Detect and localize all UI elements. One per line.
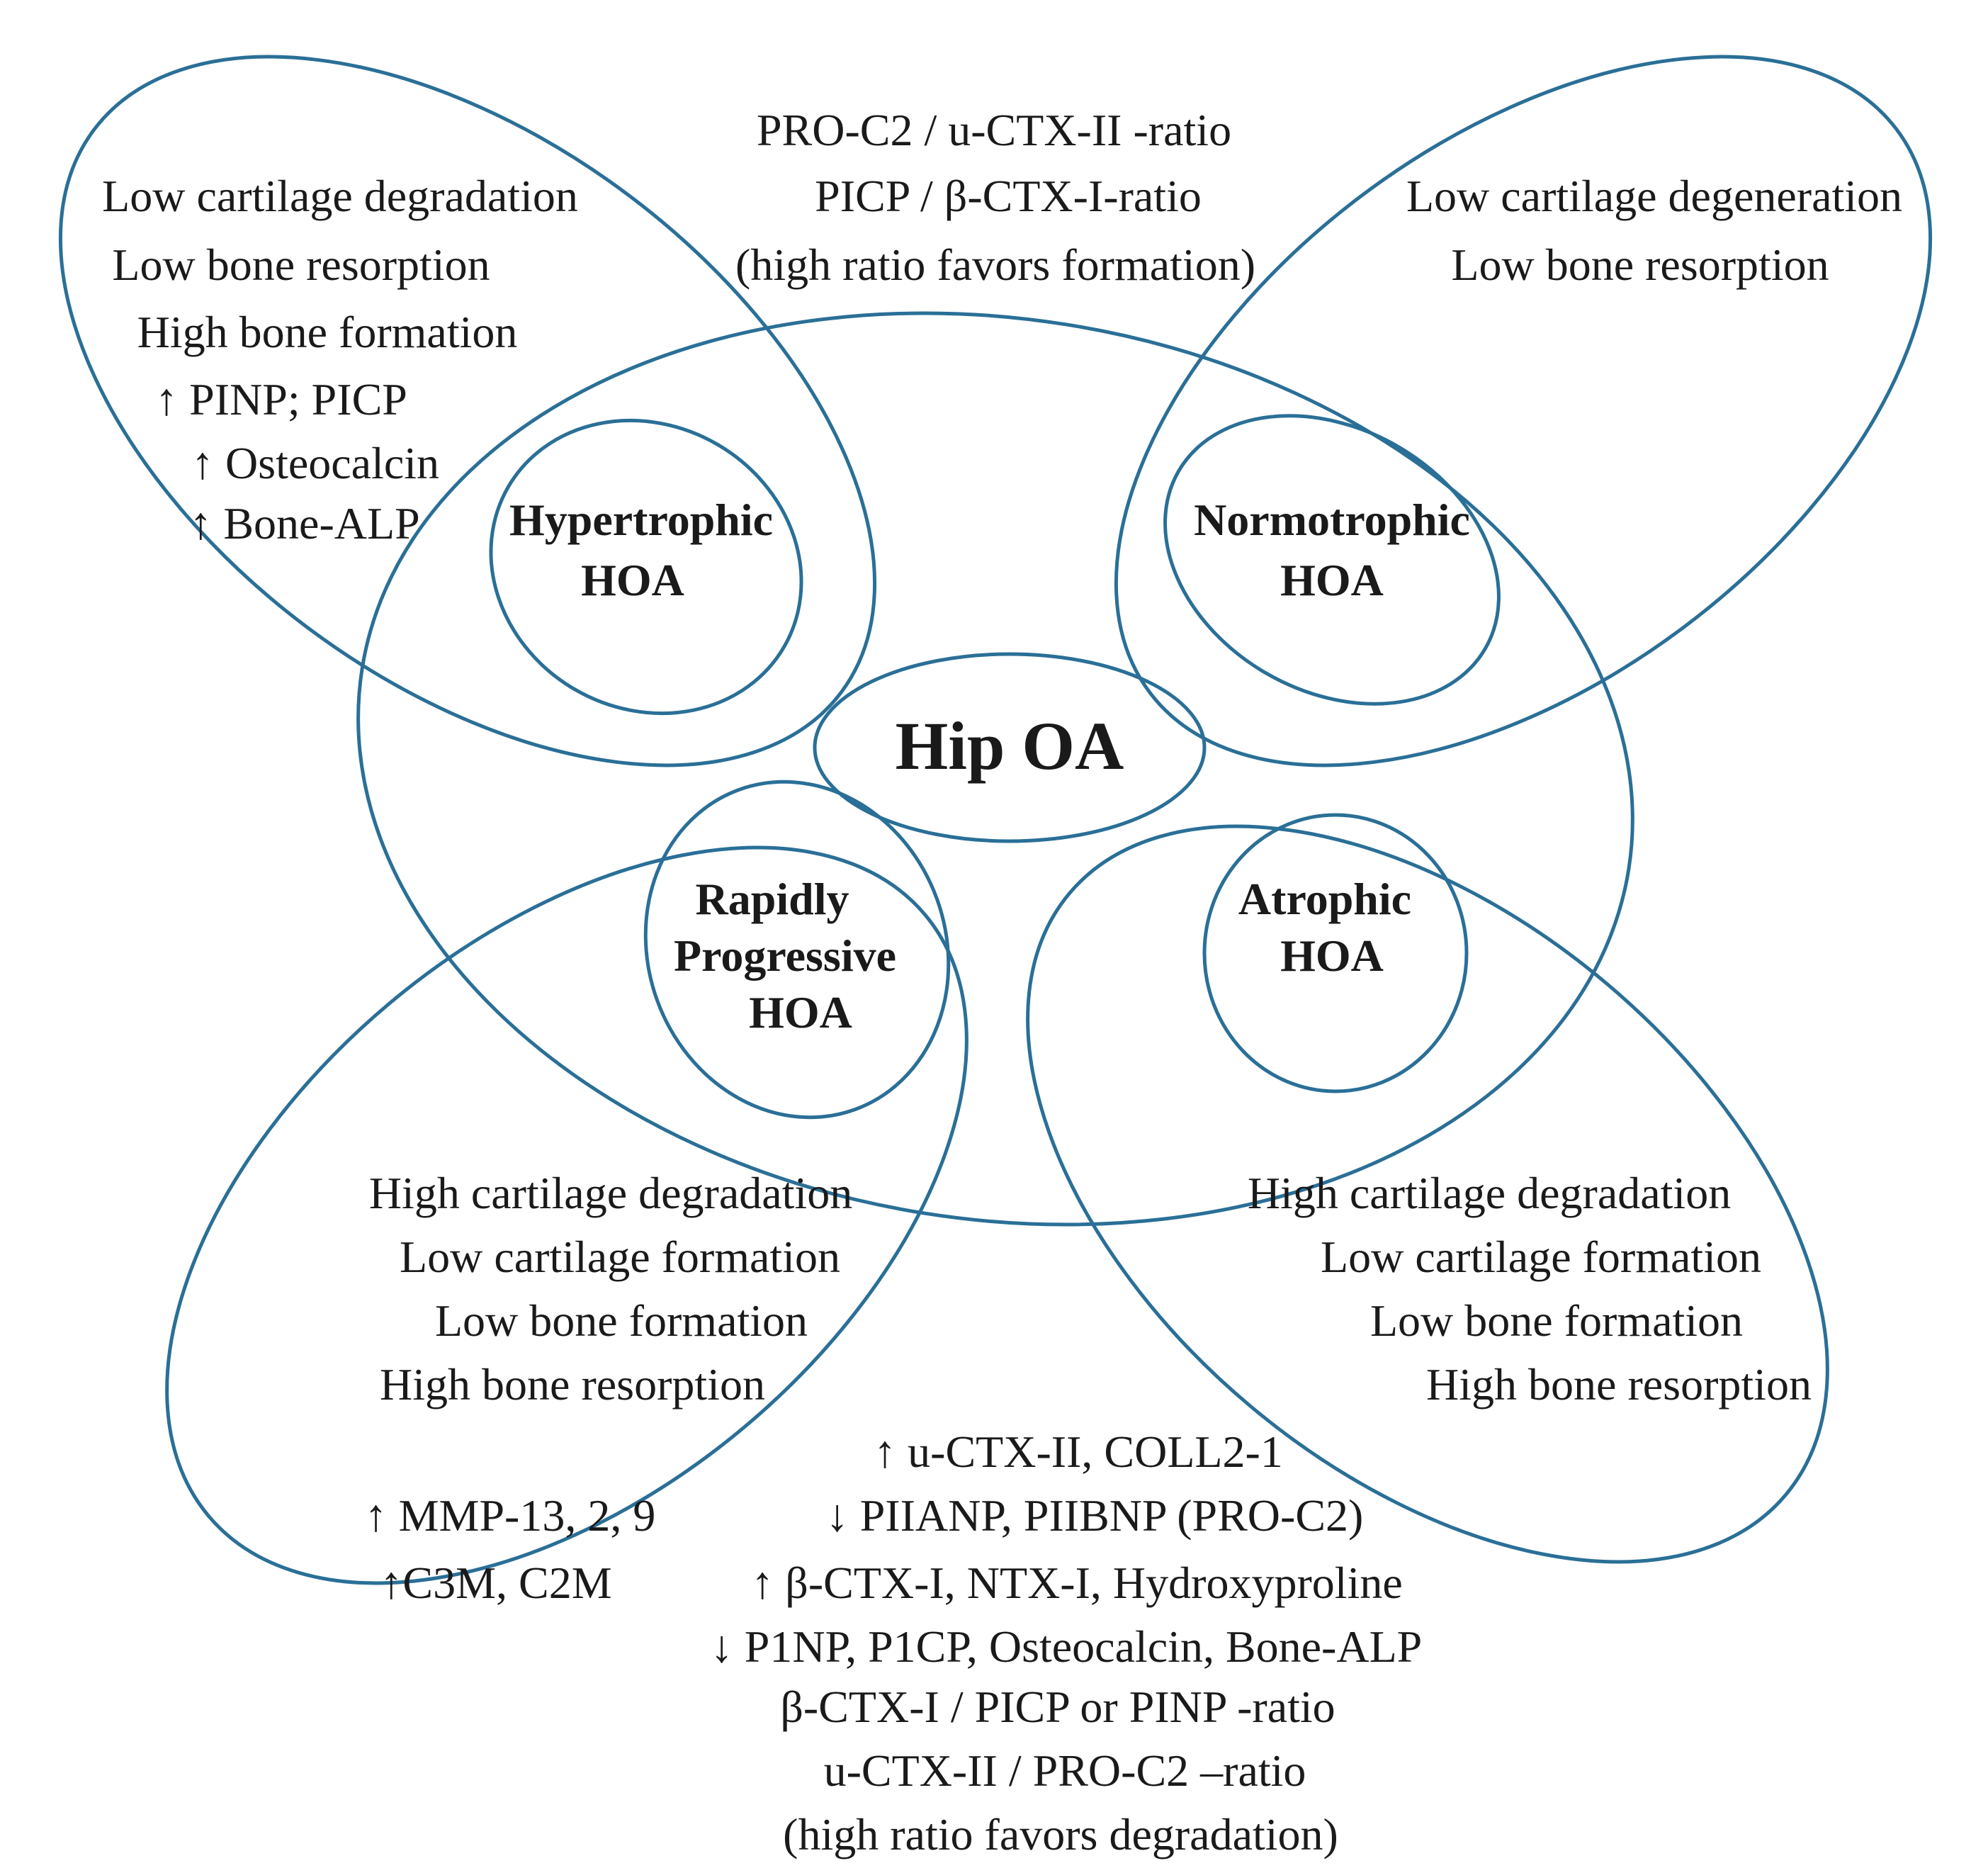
normotrophic-label-line: Normotrophic (1194, 495, 1470, 545)
bottom-right-petal-ellipse (1026, 824, 1829, 1564)
top-left-note: ↑ Bone-ALP (189, 498, 419, 548)
rapidly-progressive-label-line: Rapidly (696, 874, 849, 924)
bottom-left-note: High bone resorption (380, 1359, 765, 1410)
bottom-center-note: β-CTX-I / PICP or PINP -ratio (780, 1682, 1335, 1732)
top-right-notes: Low cartilage degeneration Low bone reso… (1406, 171, 1902, 290)
top-left-note: ↑ Osteocalcin (191, 438, 439, 488)
bottom-left-marker: ↑C3M, C2M (380, 1558, 611, 1608)
bottom-right-note: Low cartilage formation (1321, 1232, 1761, 1282)
top-left-note: Low cartilage degradation (102, 171, 578, 221)
bottom-left-note: High cartilage degradation (369, 1168, 852, 1218)
central-ellipse (356, 311, 1634, 1227)
bottom-right-note: Low bone formation (1370, 1295, 1743, 1346)
top-left-petal-ellipse (58, 55, 877, 767)
hip-oa-core-ellipse (813, 652, 1207, 843)
hypertrophic-label: Hypertrophic HOA (509, 495, 773, 605)
top-center-note: PRO-C2 / u-CTX-II -ratio (757, 105, 1231, 155)
bottom-right-notes: High cartilage degradation Low cartilage… (1248, 1168, 1812, 1410)
bottom-left-note: Low bone formation (435, 1295, 808, 1346)
top-center-notes: PRO-C2 / u-CTX-II -ratio PICP / β-CTX-I-… (735, 105, 1255, 290)
bottom-center-note: u-CTX-II / PRO-C2 –ratio (824, 1745, 1306, 1796)
bottom-left-note: Low cartilage formation (400, 1232, 840, 1282)
normotrophic-ellipse (1163, 414, 1501, 706)
top-center-note: PICP / β-CTX-I-ratio (815, 171, 1202, 221)
bottom-center-notes: ↑ u-CTX-II, COLL2-1 ↓ PIIANP, PIIBNP (PR… (711, 1427, 1423, 1859)
atrophic-label-line: HOA (1280, 930, 1384, 981)
top-left-note: ↑ PINP; PICP (155, 374, 407, 424)
bottom-right-note: High cartilage degradation (1248, 1168, 1731, 1218)
bottom-right-note: High bone resorption (1426, 1359, 1812, 1410)
atrophic-label: Atrophic HOA (1238, 874, 1411, 981)
bottom-center-note: ↓ P1NP, P1CP, Osteocalcin, Bone-ALP (711, 1621, 1423, 1672)
bottom-left-notes: High cartilage degradation Low cartilage… (369, 1168, 852, 1410)
rapidly-progressive-label-line: HOA (749, 987, 852, 1037)
rapidly-progressive-label-line: Progressive (674, 930, 896, 981)
normotrophic-label-line: HOA (1280, 555, 1384, 605)
bottom-center-note: ↑ β-CTX-I, NTX-I, Hydroxyproline (751, 1558, 1402, 1608)
hypertrophic-ellipse (489, 418, 803, 716)
atrophic-label-line: Atrophic (1238, 874, 1411, 924)
hypertrophic-label-line: HOA (581, 555, 684, 605)
bottom-left-marker: ↑ MMP-13, 2, 9 (365, 1490, 656, 1541)
top-right-note: Low cartilage degeneration (1406, 171, 1902, 221)
atrophic-ellipse (1202, 813, 1469, 1093)
normotrophic-label: Normotrophic HOA (1194, 495, 1470, 605)
bottom-left-markers: ↑ MMP-13, 2, 9 ↑C3M, C2M (365, 1490, 656, 1608)
bottom-center-note: (high ratio favors degradation) (783, 1809, 1338, 1859)
rapidly-progressive-ellipse (643, 780, 951, 1120)
rapidly-progressive-label: Rapidly Progressive HOA (674, 874, 896, 1037)
top-right-petal-ellipse (1114, 55, 1933, 767)
top-right-note: Low bone resorption (1451, 240, 1829, 290)
bottom-center-note: ↓ PIIANP, PIIBNP (PRO-C2) (826, 1490, 1364, 1541)
bottom-center-note: ↑ u-CTX-II, COLL2-1 (874, 1427, 1283, 1477)
top-left-notes: Low cartilage degradation Low bone resor… (102, 171, 578, 548)
hypertrophic-label-line: Hypertrophic (509, 495, 773, 545)
hip-oa-label: Hip OA (896, 708, 1124, 784)
bottom-left-petal-ellipse (165, 845, 968, 1585)
top-left-note: Low bone resorption (112, 240, 490, 290)
top-left-note: High bone formation (137, 307, 518, 357)
top-center-note: (high ratio favors formation) (735, 240, 1255, 290)
